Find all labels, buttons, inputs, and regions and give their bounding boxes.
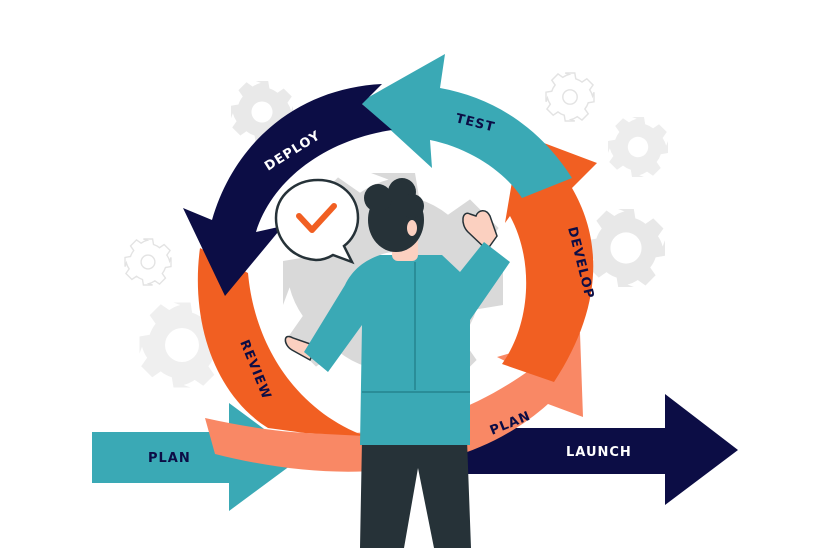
background-gear-icon (587, 209, 665, 287)
background-gear-icon (124, 238, 172, 286)
launch-arrow (466, 394, 738, 505)
test-cycle-arrow (360, 54, 572, 198)
deploy-cycle-arrow (183, 84, 392, 296)
review-cycle-arrow (197, 248, 365, 436)
person-shirt (304, 242, 510, 445)
label-plan-entry: PLAN (148, 451, 191, 466)
background-gear-icon (545, 72, 595, 122)
label-launch: LAUNCH (566, 445, 632, 460)
background-gear-icon (139, 302, 225, 388)
person-figure (284, 178, 510, 548)
checkmark-icon (296, 203, 337, 233)
person-right-hand (462, 210, 498, 252)
approval-speech-bubble (274, 178, 360, 265)
background-gear-icon (231, 81, 293, 143)
plan-cycle-arrow (205, 333, 583, 472)
background-gear-icon (608, 117, 668, 177)
person-pants (360, 440, 471, 548)
